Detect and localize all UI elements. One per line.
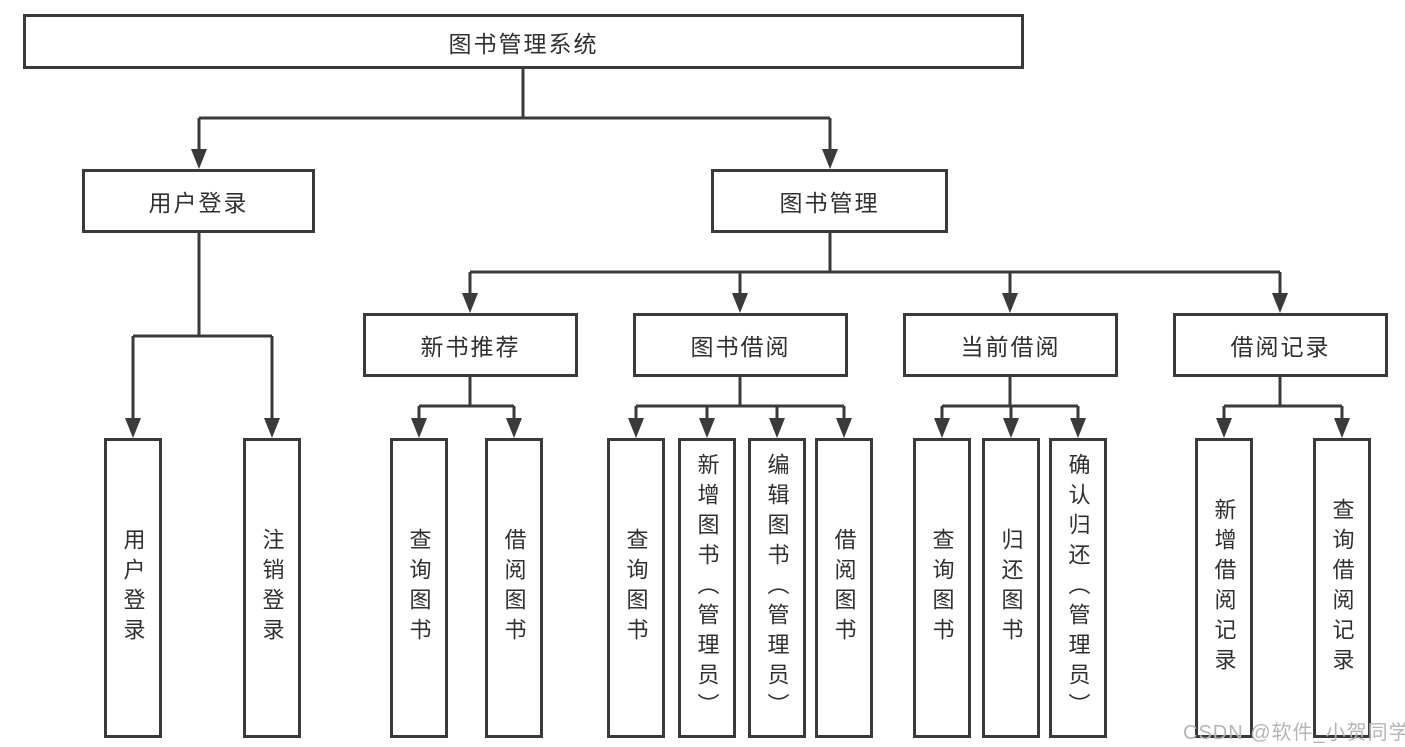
leaf-borrow-books-recommend: 借阅图书: [485, 438, 543, 738]
node-current-borrowing: 当前借阅: [903, 313, 1118, 377]
leaf-label: 归还图书: [998, 528, 1024, 648]
leaf-label: 新增图书（管理员）: [694, 453, 720, 723]
arrowhead: [769, 418, 785, 438]
arrowhead: [191, 149, 207, 169]
arrowhead: [1003, 418, 1019, 438]
node-book-management-branch: 图书管理: [711, 169, 948, 233]
arrowhead: [506, 418, 522, 438]
leaf-query-books-current: 查询图书: [913, 438, 971, 738]
node-new-book-recommendation: 新书推荐: [363, 313, 578, 377]
arrowhead: [411, 418, 427, 438]
leaf-add-borrow-record: 新增借阅记录: [1195, 438, 1253, 738]
arrowhead: [1334, 418, 1350, 438]
leaf-query-books-recommend: 查询图书: [390, 438, 448, 738]
leaf-borrow-books-borrowing: 借阅图书: [815, 438, 873, 738]
leaf-label: 查询借阅记录: [1329, 498, 1355, 678]
leaf-label: 用户登录: [120, 528, 146, 648]
leaf-query-books-borrowing: 查询图书: [607, 438, 665, 738]
connector-records-to-leaves: [1222, 377, 1344, 434]
arrowhead: [628, 418, 644, 438]
connector-borrowing-to-leaves: [634, 377, 846, 434]
leaf-label: 确认归还（管理员）: [1065, 453, 1091, 723]
arrowhead: [1216, 418, 1232, 438]
arrowhead: [822, 149, 838, 169]
connector-book-management-to-sections: [468, 233, 1282, 309]
leaf-return-books: 归还图书: [982, 438, 1040, 738]
leaf-label: 借阅图书: [831, 528, 857, 648]
node-borrowing-records: 借阅记录: [1173, 313, 1388, 377]
leaf-logout: 注销登录: [243, 438, 301, 738]
leaf-label: 编辑图书（管理员）: [764, 453, 790, 723]
arrowhead: [732, 293, 748, 313]
leaf-add-book-admin: 新增图书（管理员）: [678, 438, 736, 738]
leaf-user-login: 用户登录: [104, 438, 162, 738]
leaf-label: 查询图书: [623, 528, 649, 648]
arrowhead: [125, 418, 141, 438]
leaf-label: 查询图书: [929, 528, 955, 648]
connector-user-login-to-leaves: [131, 233, 274, 434]
leaf-label: 注销登录: [259, 528, 285, 648]
connector-root-to-level2: [197, 69, 832, 165]
arrowhead: [1070, 418, 1086, 438]
node-user-login-branch: 用户登录: [82, 169, 315, 233]
arrowhead: [264, 418, 280, 438]
arrowhead: [1002, 293, 1018, 313]
leaf-query-borrow-record: 查询借阅记录: [1313, 438, 1371, 738]
connector-lines: [131, 69, 1344, 434]
csdn-watermark: CSDN @软件_小贺同学: [1183, 722, 1405, 744]
node-library-management-system: 图书管理系统: [23, 14, 1024, 69]
arrowhead: [934, 418, 950, 438]
arrowhead: [1272, 293, 1288, 313]
leaf-label: 借阅图书: [501, 528, 527, 648]
connector-new-book-to-leaves: [417, 377, 516, 434]
arrowhead: [836, 418, 852, 438]
connector-current-to-leaves: [940, 377, 1080, 434]
leaf-confirm-return-admin: 确认归还（管理员）: [1049, 438, 1107, 738]
arrowhead: [462, 293, 478, 313]
leaf-label: 查询图书: [406, 528, 432, 648]
arrowhead: [699, 418, 715, 438]
leaf-label: 新增借阅记录: [1211, 498, 1237, 678]
leaf-edit-book-admin: 编辑图书（管理员）: [748, 438, 806, 738]
node-book-borrowing: 图书借阅: [633, 313, 848, 377]
